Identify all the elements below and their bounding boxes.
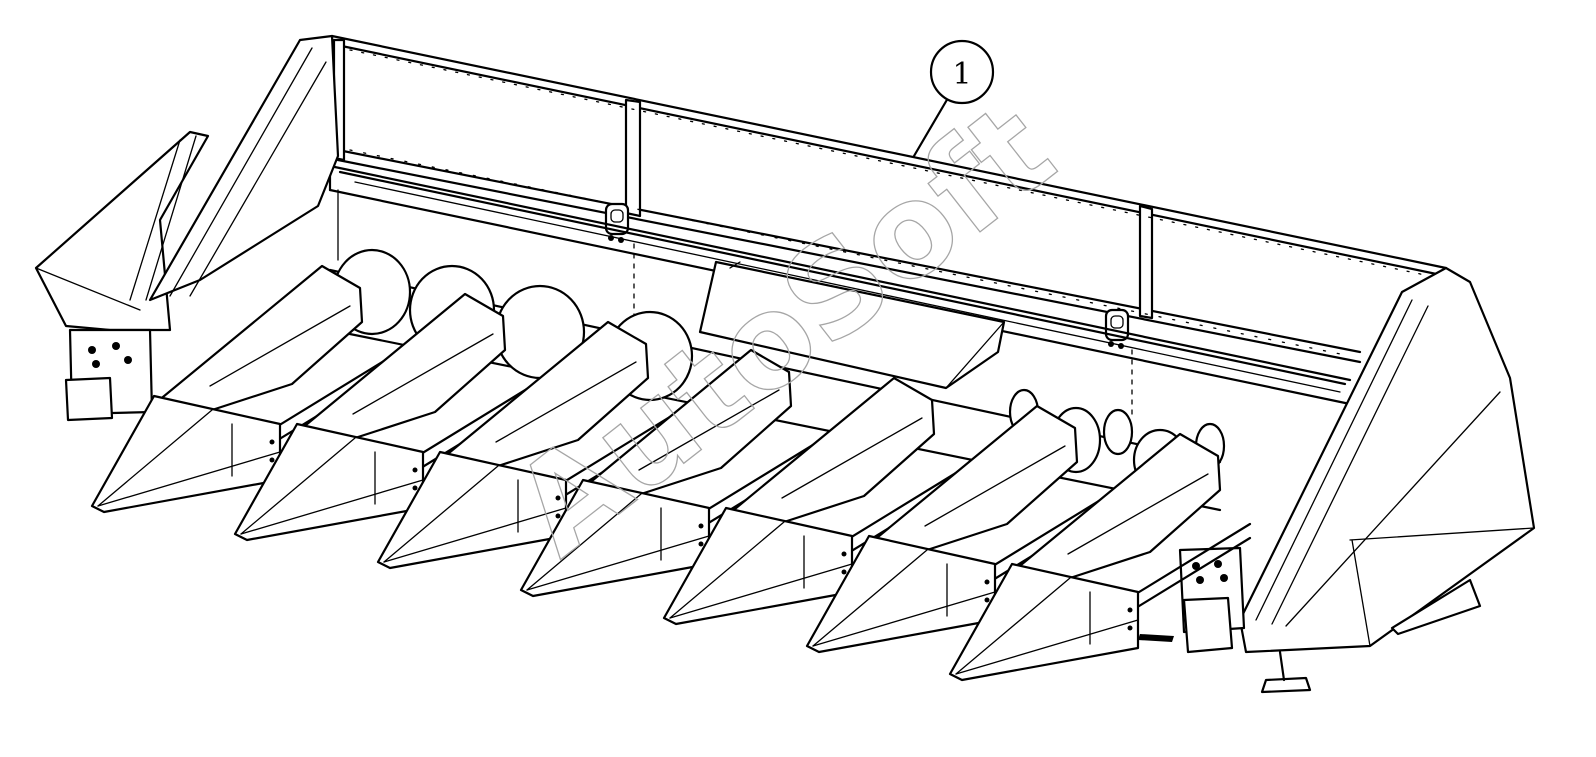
row-unit-snout [376, 320, 680, 570]
left-side-shield [34, 34, 340, 422]
callout-label: 1 [952, 57, 971, 92]
callout-1: 1 [912, 39, 995, 158]
row-unit-snout [948, 432, 1252, 682]
row-unit-snout [233, 292, 537, 542]
gathering-snouts [90, 264, 1252, 682]
callout-bubble [929, 39, 995, 105]
callout-leader-line [912, 96, 950, 158]
row-unit-snout [662, 376, 966, 626]
row-unit-snout [90, 264, 394, 514]
right-side-shield [1178, 266, 1536, 694]
center-cover-box [698, 260, 1006, 390]
row-unit-snout [805, 404, 1109, 654]
